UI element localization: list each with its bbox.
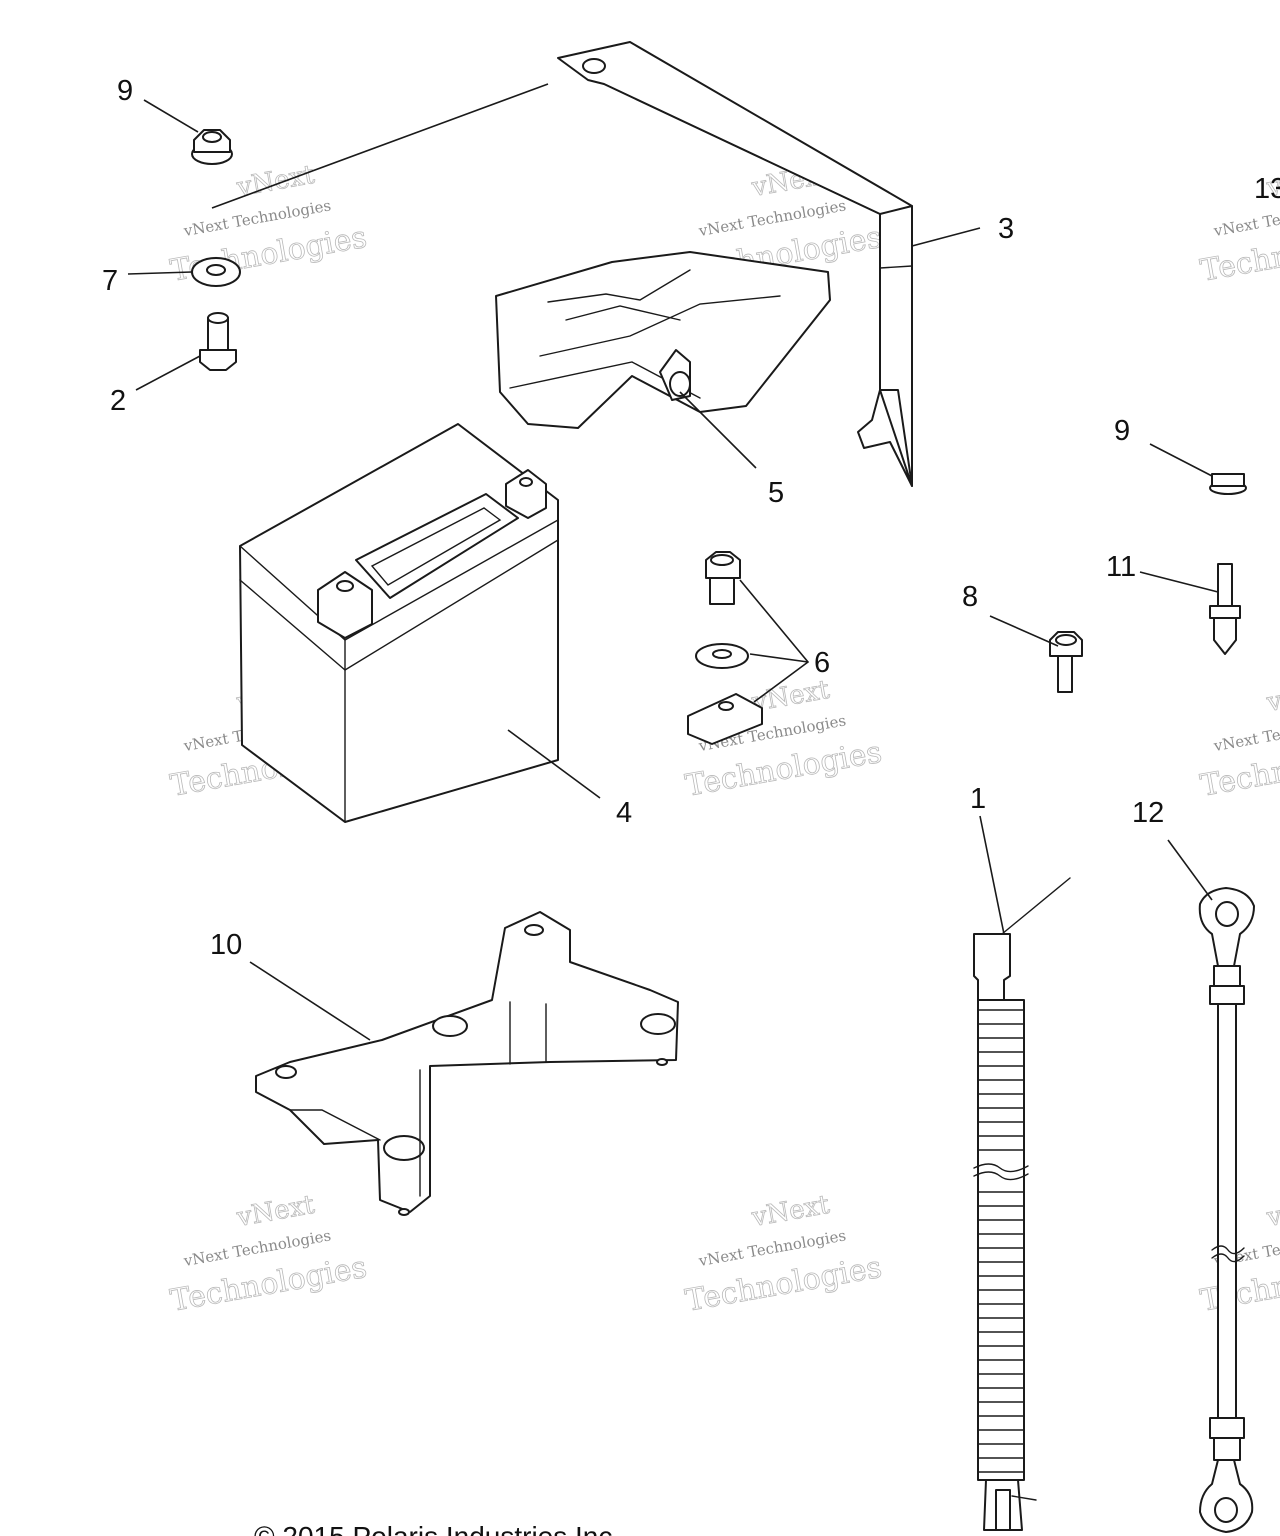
- callout-9-left: 9: [117, 75, 133, 107]
- callout-11: 11: [1106, 551, 1136, 583]
- watermark-7: vNext vNext Technologies Technologies: [167, 1189, 369, 1319]
- part-6-hardware-set: [687, 551, 763, 745]
- callout-4: 4: [616, 797, 632, 829]
- copyright-text: © 2015 Polaris Industries Inc.: [254, 1521, 620, 1536]
- watermark-8: vNext vNext Technologies Technologies: [682, 1189, 884, 1319]
- callout-3: 3: [998, 213, 1014, 245]
- part-5-battery-cover: [495, 251, 831, 429]
- callout-13: 13: [1254, 173, 1280, 205]
- part-9-flange-nut-right: [1209, 473, 1247, 495]
- part-7-lock-washer: [191, 257, 241, 287]
- callout-labels: 9 7 2 3 5 4 6 8 9 11 13 10 1 12: [102, 75, 1280, 961]
- part-11-stud: [1209, 563, 1241, 655]
- callout-2: 2: [110, 385, 126, 417]
- svg-text:vNext: vNext: [1264, 1190, 1280, 1233]
- callout-5: 5: [768, 477, 784, 509]
- part-4-battery: [239, 423, 559, 823]
- part-9-flange-nut-left: [191, 129, 233, 165]
- part-2-bolt: [199, 312, 237, 371]
- svg-text:vNext: vNext: [234, 160, 317, 203]
- callout-7: 7: [102, 265, 118, 297]
- callout-6: 6: [814, 647, 830, 679]
- leader-lines: [127, 83, 1219, 1041]
- callout-9-right: 9: [1114, 415, 1130, 447]
- svg-text:vNext: vNext: [1264, 675, 1280, 718]
- svg-text:vNext: vNext: [234, 1190, 317, 1233]
- part-8-bolt: [1049, 631, 1083, 693]
- part-1-wire-boot: [973, 877, 1071, 1531]
- watermark-1: vNext vNext Technologies Technologies: [167, 159, 369, 289]
- part-12-ground-strap: [1198, 887, 1255, 1533]
- part-10-mount-bracket: [255, 911, 679, 1216]
- part-3-hold-down-strap: [557, 41, 913, 487]
- callout-10: 10: [210, 929, 242, 961]
- callout-12: 12: [1132, 797, 1164, 829]
- wire-corrugation: [973, 1009, 1029, 1473]
- callout-1: 1: [970, 783, 986, 815]
- watermark-6: vNext vNext Technologies Technologies: [1197, 674, 1280, 804]
- svg-text:vNext: vNext: [749, 1190, 832, 1233]
- callout-8: 8: [962, 581, 978, 613]
